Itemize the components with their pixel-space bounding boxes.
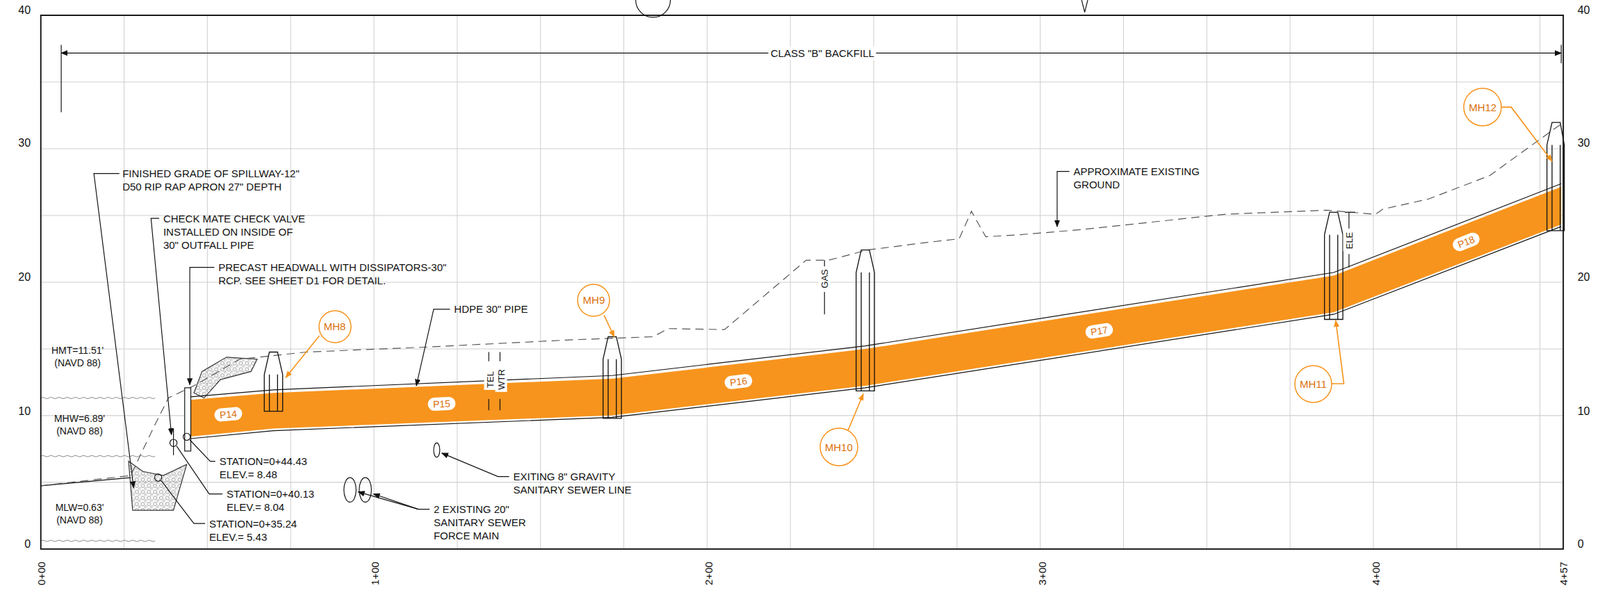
water-line [41,455,155,457]
axis-number: 10 [1577,404,1591,419]
node-text: P16 [729,375,749,389]
sewer-pipe [344,442,440,502]
callout-circle [319,310,351,343]
headwall [184,387,192,452]
leader-line [93,171,1070,524]
pipe-outline [189,183,1562,439]
callout-circle [820,428,858,466]
utility-line [488,211,1355,411]
pipe-band [189,186,1562,438]
dimension-label: CLASS "B" BACKFILL [768,46,877,60]
utility-label: WTR [494,366,507,393]
check-valve [173,428,174,456]
axis-number: 30 [1577,136,1591,151]
frame [41,15,1564,550]
tide-level: HMT=11.51' (NAVD 88) [45,344,110,370]
callout-note: EXITING 8" GRAVITY SANITARY SEWER LINE [512,469,646,497]
node-text: MH8 [323,320,347,333]
station-label: 4+00 [1369,561,1383,586]
station-elevation: STATION=0+40.13 ELEV.= 8.04 [226,487,326,514]
tide-level: MHW=6.89' (NAVD 88) [47,412,112,438]
station-label: 2+00 [701,561,715,586]
point-marker [154,433,190,481]
callout-circle [577,284,610,317]
callout-note: CHECK MATE CHECK VALVE INSTALLED ON INSI… [163,211,307,252]
node-text: MH10 [825,441,853,454]
callout-note: PRECAST HEADWALL WITH DISSIPATORS-30" RC… [218,260,457,288]
station-elevation: STATION=0+35.24 ELEV.= 5.43 [209,517,309,544]
axis-number: 10 [18,404,31,419]
callout-note: APPROXIMATE EXISTING GROUND [1073,164,1226,192]
node-text: P15 [433,398,452,411]
station-label: 3+00 [1034,561,1049,586]
node-text: MH12 [1468,101,1497,114]
manhole [264,122,1564,419]
pipe-pill [1450,230,1483,254]
axis-number: 30 [18,136,31,151]
axis-number: 40 [18,3,31,18]
axis-number: 40 [1577,3,1591,18]
manhole-callout: MH12 [1463,87,1502,127]
node-text: P14 [219,407,238,421]
axis-number: 20 [1577,270,1591,285]
grid-line [41,348,1564,349]
axis-number: 0 [1577,537,1585,552]
pipe-label: P15 [426,395,458,413]
manhole-callout: MH11 [1294,364,1333,404]
station-label: 0+00 [34,561,48,586]
pipe-pill [723,372,755,390]
callout-note: HDPE 30" PIPE [453,302,528,316]
callout-note: FINISHED GRADE OF SPILLWAY-12" D50 RIP R… [122,166,314,194]
axis-number: 20 [18,270,31,285]
callout-note: 2 EXISTING 20" SANITARY SEWER FORCE MAIN [433,502,538,543]
grid-line [41,81,1564,83]
utility-label: TEL [483,369,496,390]
pipe-pill [427,396,457,412]
node-text: P17 [1089,323,1109,338]
water-line [41,397,155,399]
manhole-callout: MH10 [819,427,859,467]
station-label: 1+00 [367,561,381,586]
callout-leader [285,107,1553,431]
pipe-label: P14 [213,405,245,424]
station-elevation: STATION=0+44.43 ELEV.= 8.48 [219,454,320,481]
water-line [41,540,155,542]
grid-line [41,481,1564,483]
node-text: MH11 [1299,378,1327,390]
node-text: MH9 [583,294,606,306]
axis-number: 0 [24,537,31,552]
callout-circle [1294,365,1332,403]
manhole-callout: MH9 [576,283,611,317]
utility-label: GAS [818,266,831,290]
existing-ground [41,122,1564,486]
utility-label: ELE [1342,230,1355,252]
dimension-tick [61,45,1562,113]
pipe-pill [213,405,244,423]
callout-circle [1463,88,1502,126]
grid-line [41,148,1564,149]
station-label: 4+57 [1556,561,1571,586]
tide-level: MLW=0.63' (NAVD 88) [48,501,111,527]
pipe-pill [1083,321,1115,340]
manhole-callout: MH8 [318,309,352,344]
